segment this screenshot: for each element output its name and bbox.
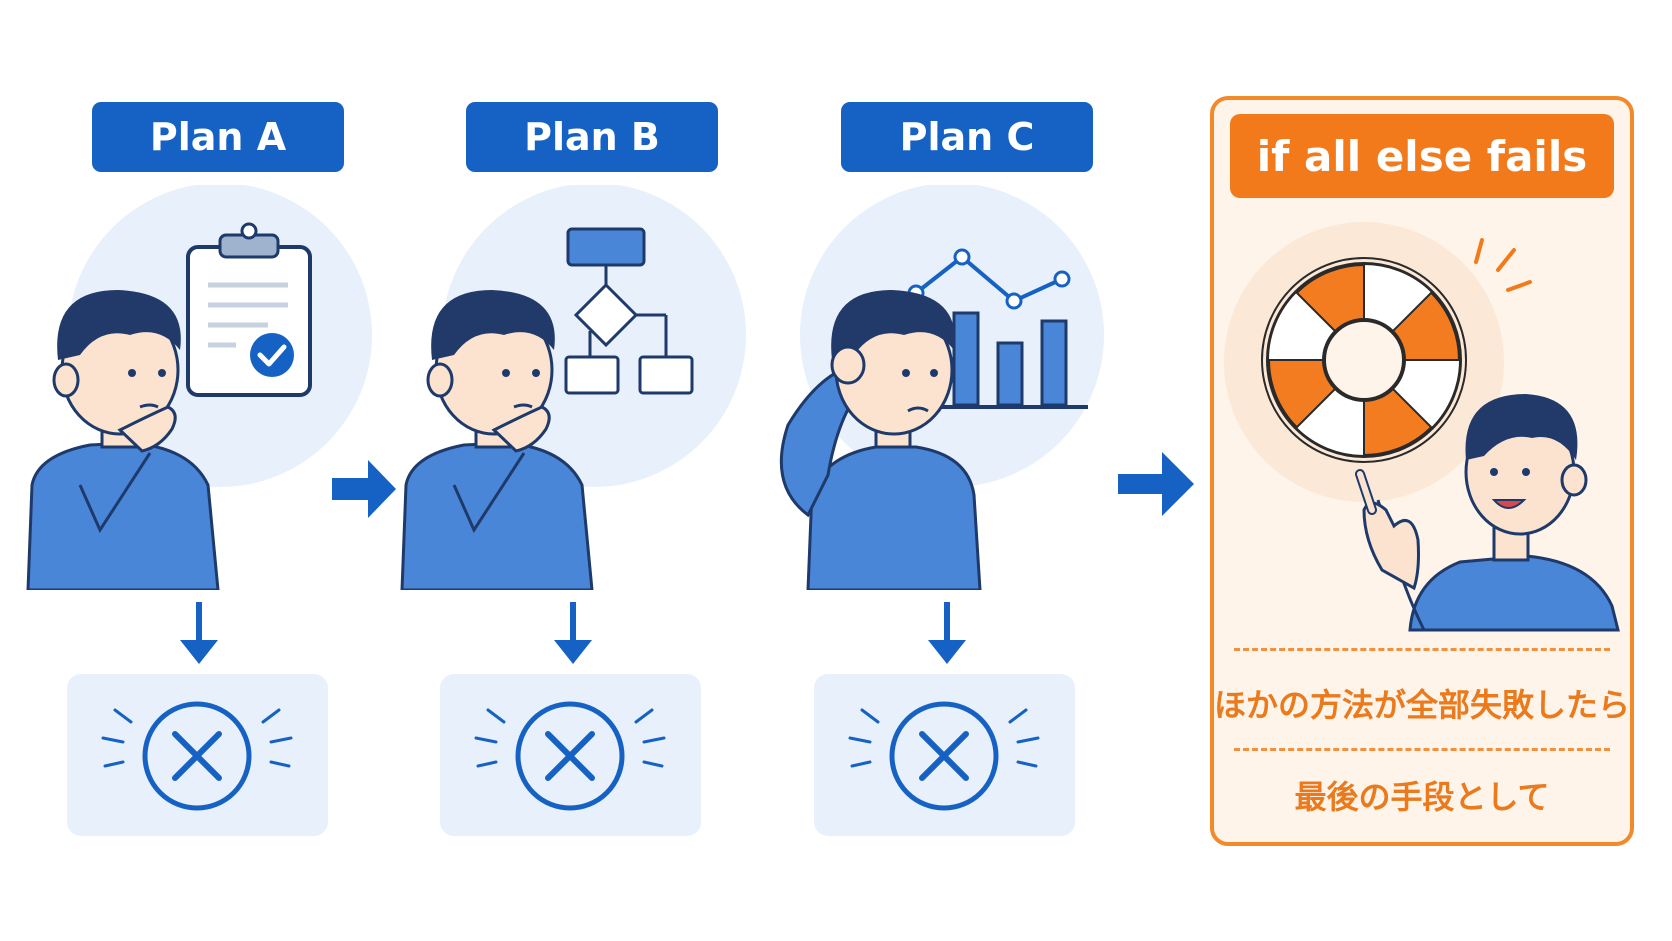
happy-person	[1355, 394, 1620, 632]
down-arrow-icon	[180, 602, 218, 664]
plan-a-label: Plan A	[92, 102, 344, 172]
plan-b-scene	[394, 183, 754, 592]
head-scratching-person	[779, 290, 982, 592]
fail-x-icon	[474, 701, 666, 811]
plan-a-scene	[20, 183, 380, 592]
down-arrow-icon	[554, 602, 592, 664]
divider	[1234, 648, 1610, 651]
divider	[1234, 748, 1610, 751]
down-arrow-icon	[928, 602, 966, 664]
next-arrow-icon	[332, 460, 396, 518]
flowchart-icon	[564, 227, 694, 395]
life-buoy-icon	[1261, 257, 1467, 463]
next-arrow-icon	[1118, 452, 1194, 516]
caption-1: ほかの方法が全部失敗したら	[1214, 686, 1631, 724]
fail-x-icon	[848, 701, 1040, 811]
thinking-person	[400, 290, 594, 592]
caption-2: 最後の手段として	[1294, 778, 1550, 816]
plan-c-label: Plan C	[841, 102, 1093, 172]
sparkle-lines	[1474, 238, 1532, 292]
rescue-scene	[1214, 210, 1630, 750]
plan-c-scene	[768, 183, 1128, 592]
plan-b-label: Plan B	[466, 102, 718, 172]
plan-c-fail-box	[814, 674, 1075, 836]
final-label: if all else fails	[1230, 114, 1614, 198]
final-panel: if all else fails	[1210, 96, 1634, 846]
chart-icon	[907, 248, 1088, 409]
thinking-person	[26, 290, 220, 592]
fail-x-icon	[101, 701, 293, 811]
plan-b-fail-box	[440, 674, 701, 836]
plan-a-fail-box	[67, 674, 328, 836]
clipboard-icon	[186, 222, 312, 397]
